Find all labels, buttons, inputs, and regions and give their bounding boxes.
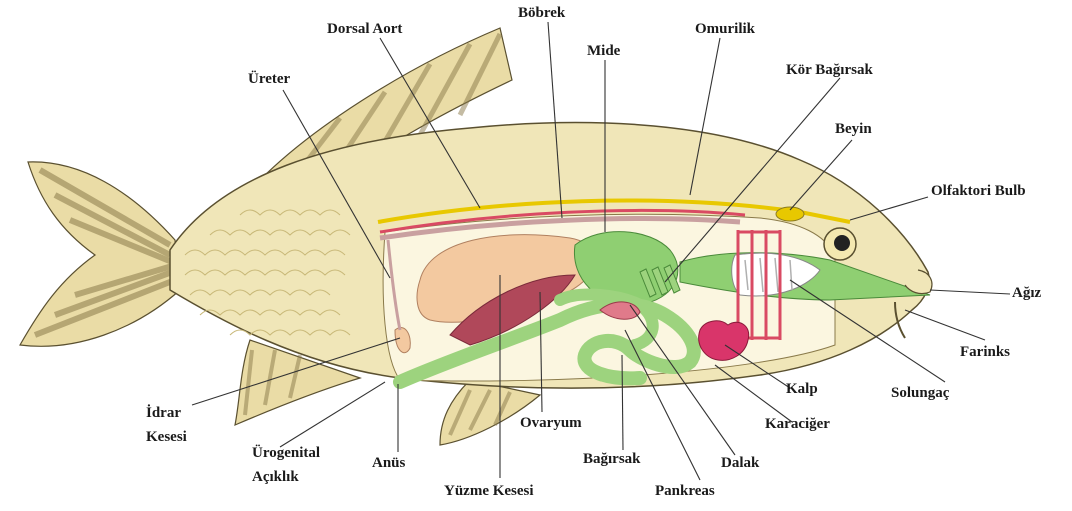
- label-anus: Anüs: [372, 454, 405, 472]
- label-karaciger: Karaciğer: [765, 415, 830, 433]
- label-aciklik: Açıklık: [252, 468, 299, 486]
- label-farinks: Farinks: [960, 343, 1010, 361]
- label-olfaktori-bulb: Olfaktori Bulb: [931, 182, 1026, 200]
- label-beyin: Beyin: [835, 120, 872, 138]
- label-kesesi: Kesesi: [146, 428, 187, 446]
- label-mide: Mide: [587, 42, 620, 60]
- label-bagirsak: Bağırsak: [583, 450, 641, 468]
- label-bobrek: Böbrek: [518, 4, 565, 22]
- label-urogenital: Ürogenital: [252, 444, 320, 462]
- brain: [776, 207, 804, 221]
- label-omurilik: Omurilik: [695, 20, 755, 38]
- pupil: [834, 235, 850, 251]
- label-pankreas: Pankreas: [655, 482, 715, 500]
- label-agiz: Ağız: [1012, 284, 1041, 302]
- label-kor-bagirsak: Kör Bağırsak: [786, 61, 873, 79]
- label-ovaryum: Ovaryum: [520, 414, 582, 432]
- label-idrar: İdrar: [146, 404, 181, 422]
- leader-agiz: [930, 290, 1010, 294]
- label-dalak: Dalak: [721, 454, 759, 472]
- pelvic-fin: [440, 380, 540, 445]
- label-dorsal-aort: Dorsal Aort: [327, 20, 402, 38]
- label-kalp: Kalp: [786, 380, 818, 398]
- label-ureter: Üreter: [248, 70, 290, 88]
- label-solungac: Solungaç: [891, 384, 949, 402]
- label-yuzme-kesesi: Yüzme Kesesi: [444, 482, 534, 500]
- leader-farinks: [905, 310, 985, 340]
